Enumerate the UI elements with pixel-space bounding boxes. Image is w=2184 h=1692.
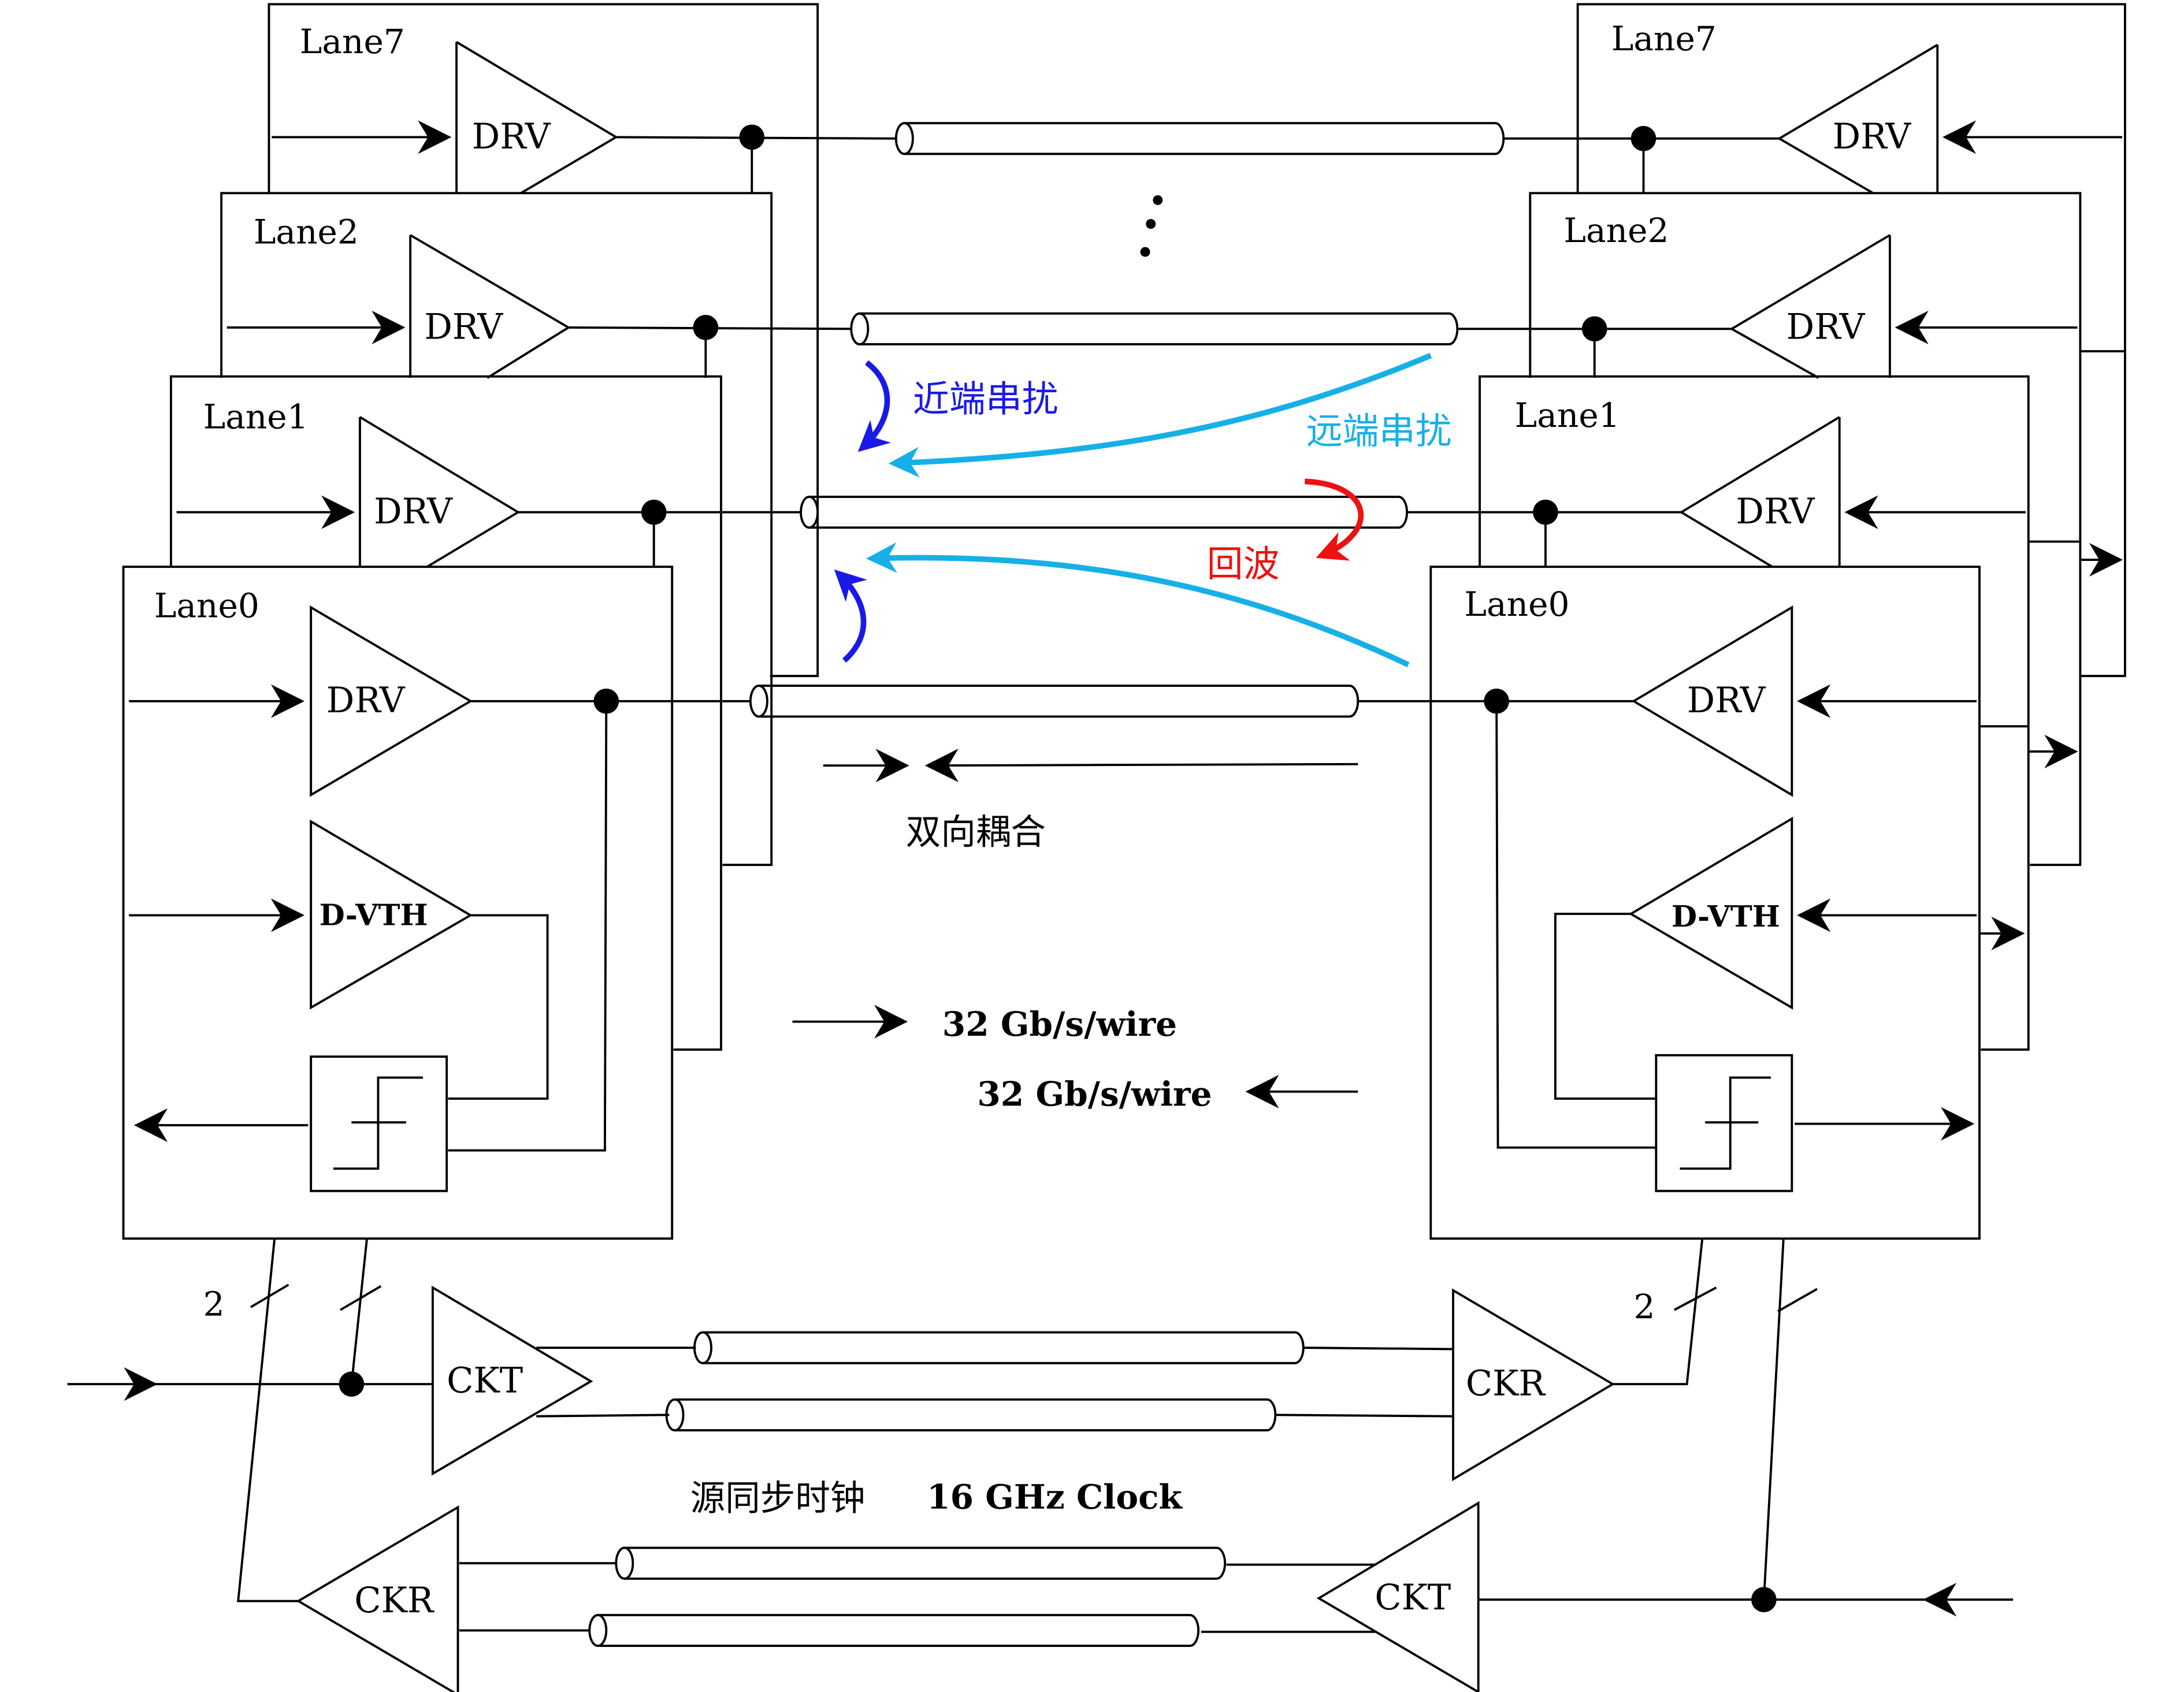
drv-label-right-1: DRV bbox=[1736, 492, 1815, 532]
ckr-label-right: CKR bbox=[1466, 1363, 1547, 1404]
lane-label-right-2: Lane2 bbox=[1563, 211, 1669, 250]
left-lane7 bbox=[268, 3, 896, 678]
lane-label-right-0: Lane0 bbox=[1464, 585, 1569, 624]
drv-label-right-7: DRV bbox=[1833, 117, 1912, 157]
dvth-label-left: D-VTH bbox=[320, 897, 428, 932]
lane-label-left-2: Lane2 bbox=[254, 213, 359, 252]
rate-label-forward: 32 Gb/s/wire bbox=[942, 1004, 1177, 1044]
ckt-label-left: CKT bbox=[447, 1361, 523, 1401]
right-lane0 bbox=[1358, 566, 2029, 1240]
lane-label-left-1: Lane1 bbox=[203, 397, 309, 436]
drv-label-left-2: DRV bbox=[424, 307, 503, 347]
drv-label-left-7: DRV bbox=[472, 117, 551, 157]
drv-label-left-0: DRV bbox=[326, 680, 406, 721]
tline-lane7 bbox=[894, 122, 1505, 155]
echo-label: 回波 bbox=[1207, 543, 1280, 585]
right-lane2 bbox=[1457, 192, 2125, 867]
junction-dots bbox=[339, 124, 1777, 1612]
lane-label-right-1: Lane1 bbox=[1515, 396, 1620, 435]
bus-width-right: 2 bbox=[1634, 1287, 1655, 1326]
drv-label-right-2: DRV bbox=[1786, 307, 1866, 347]
left-lane2 bbox=[220, 192, 852, 867]
bus-width-left: 2 bbox=[203, 1284, 225, 1323]
clock-label-en: 16 GHz Clock bbox=[927, 1477, 1183, 1517]
bidir-coupling-label: 双向耦合 bbox=[906, 812, 1046, 853]
near-end-crosstalk-label: 近端串扰 bbox=[913, 378, 1058, 420]
ckt-label-right: CKT bbox=[1375, 1578, 1451, 1618]
echo-arrow bbox=[1305, 478, 1364, 561]
tline-lane1 bbox=[800, 496, 1409, 529]
clock-path-forward bbox=[67, 1238, 1717, 1482]
ckr-label-left: CKR bbox=[354, 1581, 435, 1621]
clock-label-cn: 源同步时钟 bbox=[690, 1478, 866, 1519]
drv-label-left-1: DRV bbox=[374, 492, 453, 532]
far-end-crosstalk-arrow-top bbox=[888, 352, 1432, 478]
left-lane1 bbox=[169, 375, 801, 1051]
bidir-arrow-left bbox=[924, 748, 1358, 783]
lane-label-left-7: Lane7 bbox=[300, 22, 405, 61]
far-end-crosstalk-label: 远端串扰 bbox=[1306, 410, 1452, 452]
lane-label-right-7: Lane7 bbox=[1611, 19, 1717, 58]
clock-path-backward bbox=[237, 1238, 2014, 1692]
dvth-label-right: D-VTH bbox=[1672, 899, 1780, 934]
tline-lane0 bbox=[749, 685, 1360, 718]
lane-label-left-0: Lane0 bbox=[154, 586, 259, 625]
tline-lane2 bbox=[850, 312, 1459, 345]
rate-label-backward: 32 Gb/s/wire bbox=[977, 1074, 1212, 1114]
near-end-crosstalk-arrow-bottom bbox=[834, 569, 867, 663]
lane-ellipsis bbox=[1140, 195, 1163, 257]
left-lane0 bbox=[122, 566, 751, 1240]
far-end-crosstalk-arrow-bottom bbox=[866, 542, 1410, 668]
near-end-crosstalk-arrow-top bbox=[857, 360, 892, 452]
drv-label-right-0: DRV bbox=[1687, 680, 1766, 721]
